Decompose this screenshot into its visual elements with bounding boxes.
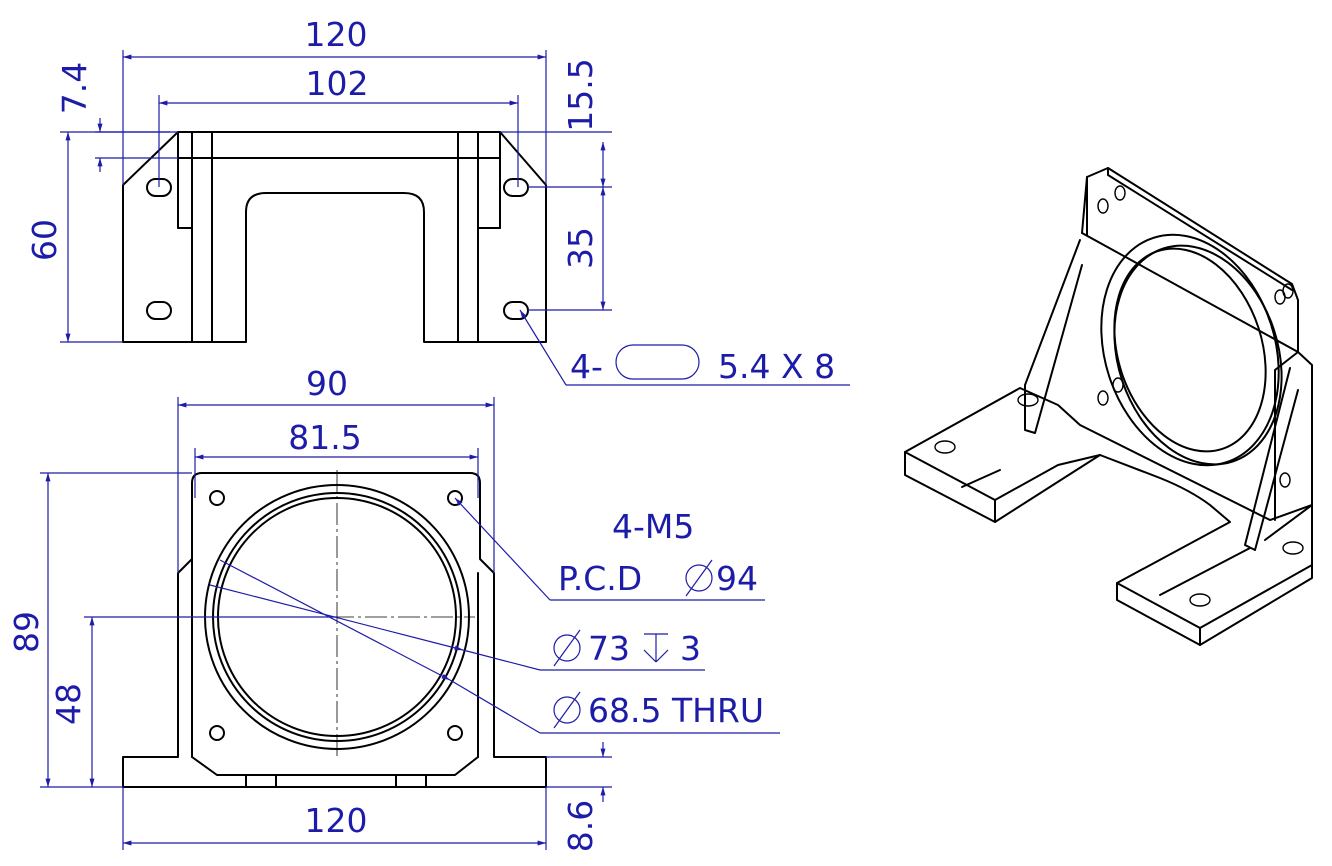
diameter-symbol-icon xyxy=(685,559,713,597)
dim-top-height: 60 xyxy=(25,219,64,261)
callout-tapped-holes: 4-M5 xyxy=(612,507,694,546)
top-view-geometry xyxy=(122,131,547,343)
top-view-dimensions: 120 102 60 7.4 15.5 35 4- 5.4 X 8 xyxy=(25,15,850,386)
callout-counterbore-dia: 73 xyxy=(588,629,630,668)
callout-counterbore-depth: 3 xyxy=(680,629,701,668)
diameter-symbol-icon xyxy=(553,629,581,667)
dim-top-slot-spacing: 35 xyxy=(561,227,600,269)
dim-top-slot-pitch: 102 xyxy=(306,64,369,103)
dim-top-slot-offset: 15.5 xyxy=(561,58,600,131)
depth-symbol-icon xyxy=(643,633,669,663)
isometric-view xyxy=(904,167,1313,646)
dim-front-flange-width: 90 xyxy=(306,364,348,403)
dim-front-center-height: 48 xyxy=(49,683,88,725)
callout-pcd-label: P.C.D xyxy=(558,559,642,598)
dim-front-base-thickness: 8.6 xyxy=(561,800,600,852)
slot-callout-size: 5.4 X 8 xyxy=(718,347,835,386)
front-view-dimensions: 90 81.5 89 48 120 8.6 4-M5 P.C.D 94 xyxy=(7,364,780,852)
dim-top-overall-width: 120 xyxy=(305,15,368,54)
slot-callout-prefix: 4- xyxy=(570,347,603,386)
dim-front-hole-pitch: 81.5 xyxy=(288,418,361,457)
callout-thru-dia: 68.5 THRU xyxy=(588,691,764,730)
dim-front-base-width: 120 xyxy=(305,801,368,840)
dim-front-total-height: 89 xyxy=(7,611,46,653)
slot-shape-icon xyxy=(615,344,700,380)
dim-top-chamfer-depth: 7.4 xyxy=(55,62,94,114)
callout-pcd-value: 94 xyxy=(716,559,758,598)
diameter-symbol-icon xyxy=(553,691,581,729)
front-view-geometry xyxy=(122,470,547,788)
